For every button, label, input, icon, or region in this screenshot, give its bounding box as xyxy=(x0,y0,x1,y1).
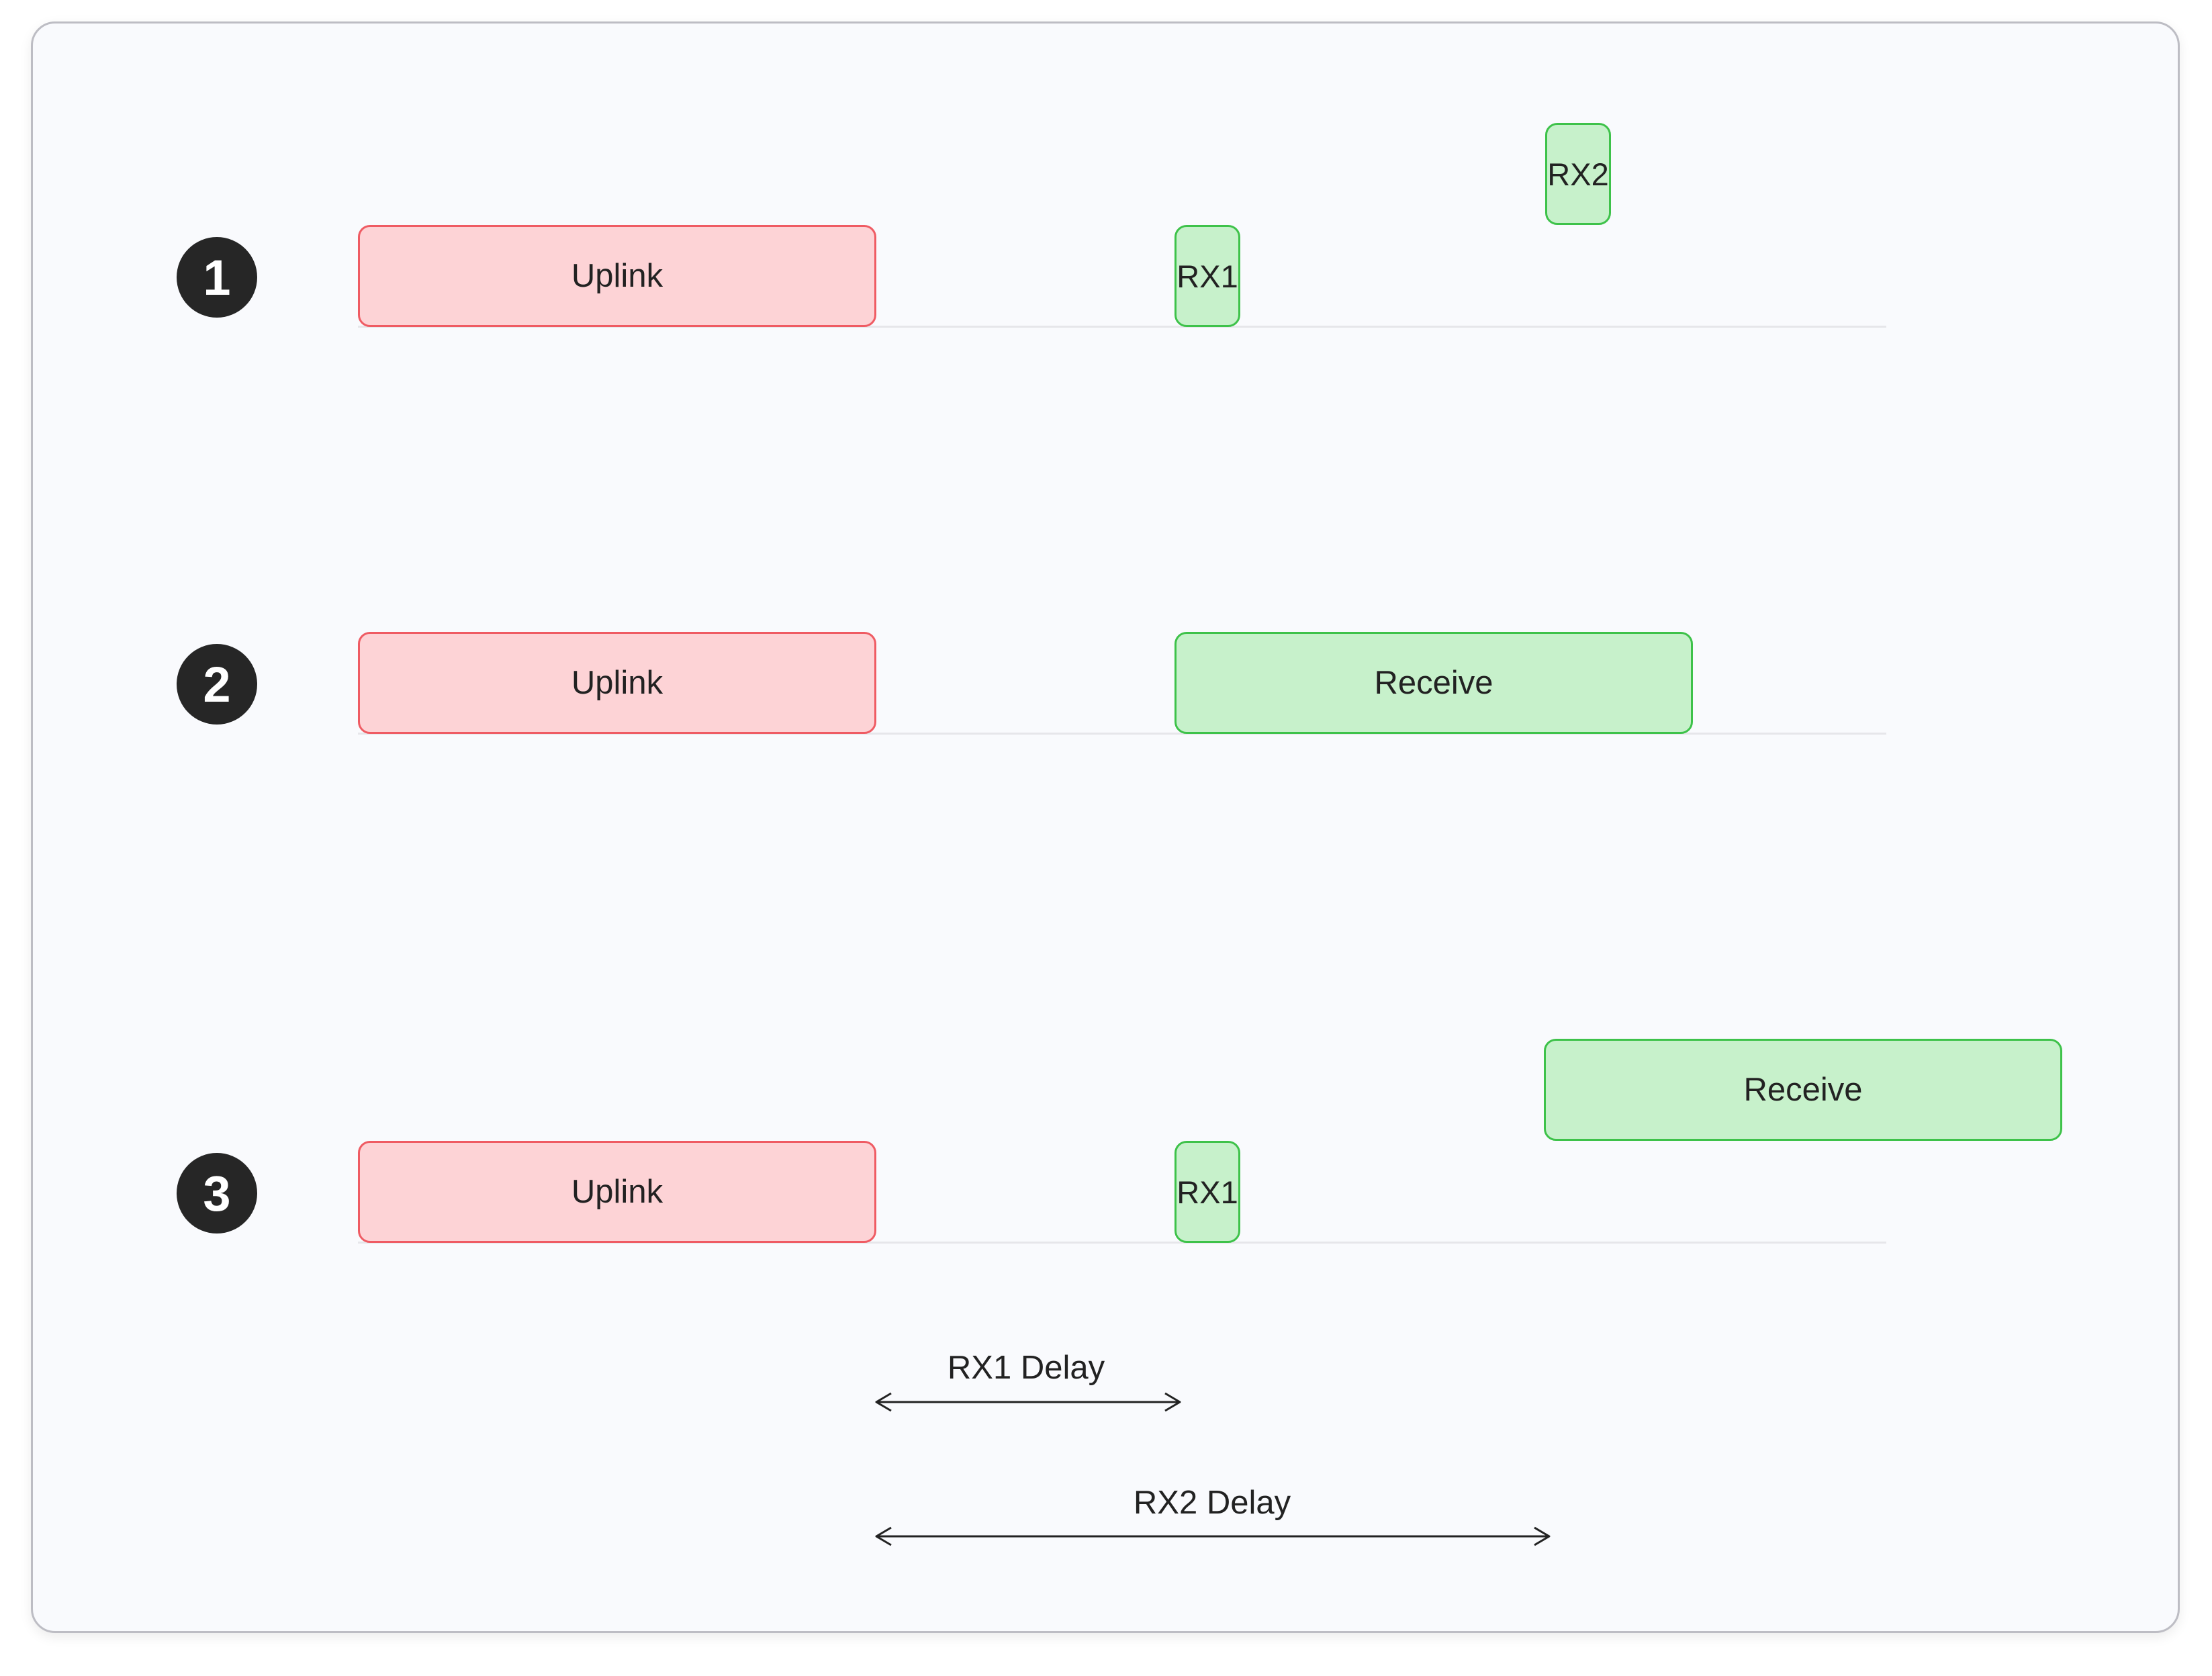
row-3-timeline xyxy=(358,1242,1886,1244)
row-1-rx1-box: RX1 xyxy=(1174,225,1240,327)
diagram-card: 1 Uplink RX1 RX2 2 Uplink Receive 3 Upli… xyxy=(31,21,2180,1633)
row-1-rx2-box: RX2 xyxy=(1545,123,1611,225)
row-1-timeline xyxy=(358,326,1886,328)
row-3-badge: 3 xyxy=(177,1153,257,1233)
row-3-rx1-box: RX1 xyxy=(1174,1141,1240,1243)
row-1-uplink-box: Uplink xyxy=(358,225,876,327)
row-1-badge: 1 xyxy=(177,237,257,318)
rx1-delay-label: RX1 Delay xyxy=(947,1350,1105,1386)
row-3-receive-box: Receive xyxy=(1544,1039,2062,1141)
row-2-timeline xyxy=(358,733,1886,735)
row-3-uplink-box: Uplink xyxy=(358,1141,876,1243)
rx1-delay-arrow xyxy=(875,1392,1181,1412)
row-2-receive-box: Receive xyxy=(1174,632,1693,734)
row-2-uplink-box: Uplink xyxy=(358,632,876,734)
rx2-delay-arrow xyxy=(875,1526,1551,1546)
rx2-delay-label: RX2 Delay xyxy=(1133,1485,1291,1521)
row-2-badge: 2 xyxy=(177,644,257,725)
